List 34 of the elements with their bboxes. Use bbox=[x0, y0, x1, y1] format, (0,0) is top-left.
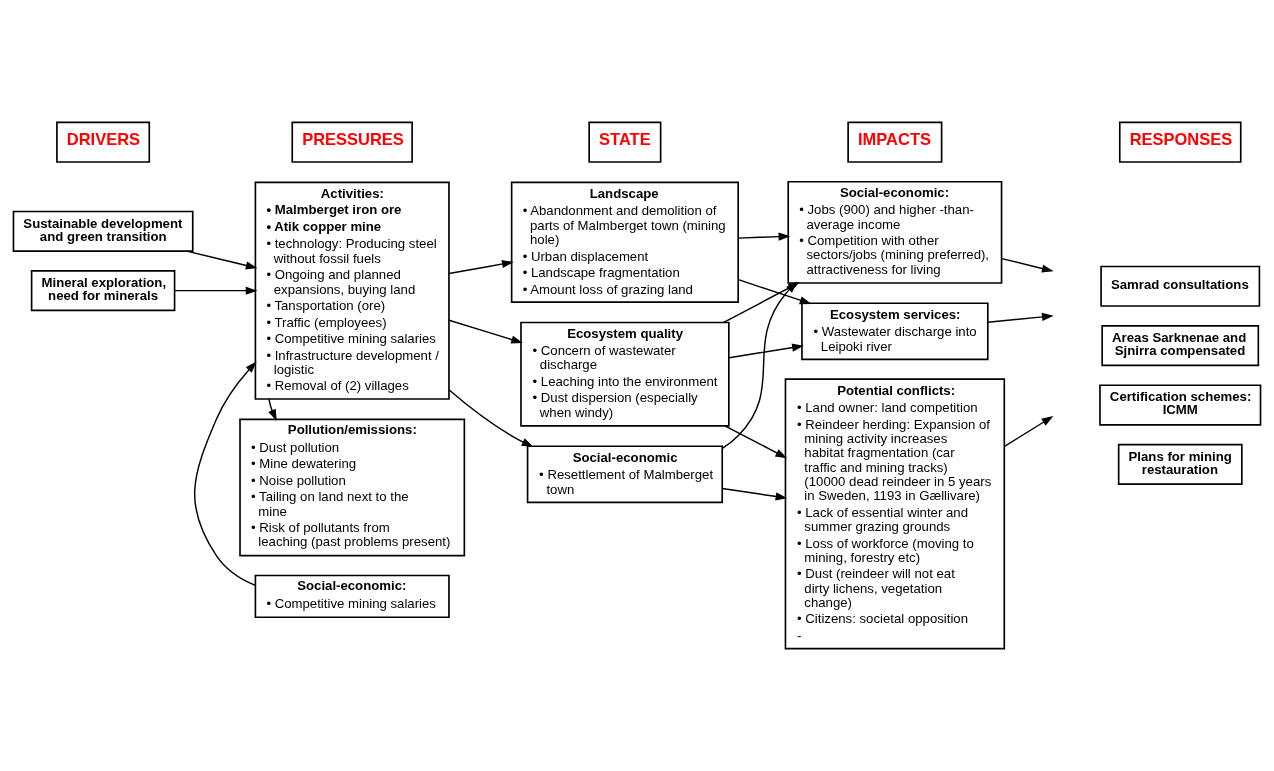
node-box: IMPACTS bbox=[847, 121, 943, 163]
arrow bbox=[728, 343, 804, 359]
node-box: Ecosystem services: • Wastewater discharge into Leipoki river bbox=[801, 302, 989, 361]
arrow bbox=[1001, 257, 1054, 273]
arrow bbox=[721, 487, 788, 501]
node-box: DRIVERS bbox=[56, 121, 151, 163]
node-box: Pollution/emissions: • Dust pollution • Mine dewatering • Noise pollution • Tailing on land next to the mine • Risk of pollutants from leaching (past problems present) bbox=[239, 418, 466, 557]
node-box: Social-economic: • Jobs (900) and higher -than-average income • Competition with other sectors/jobs (mining preferred), attractiveness for living bbox=[787, 180, 1003, 284]
node-box: Potential conflicts: • Land owner: land competition • Reindeer herding: Expansion of mining activity increases habitat fragmentation (car traffic and mining tracks) (10000 dead reindeer in 5 years in Sweden, 1193 in Gællivare) • Lack of essential winter and summer grazing grounds • Loss of workforce (moving to mining, forestry etc) • Dust (reindeer will not eat dirty lichens, vegetation change) • Citizens: societal opposition - bbox=[784, 378, 1006, 650]
node-box: Social-economic • Resettlement of Malmberget town bbox=[526, 445, 724, 504]
arrow bbox=[987, 312, 1054, 323]
arrow bbox=[173, 286, 258, 295]
node-box: Ecosystem quality • Concern of wastewater discharge • Leaching into the environment • Dust dispersion (especially when windy) bbox=[520, 321, 730, 427]
arrow bbox=[737, 278, 812, 305]
arrow bbox=[1003, 416, 1054, 448]
arrow bbox=[448, 319, 523, 344]
node-box: Mineral exploration, need for minerals bbox=[30, 270, 176, 312]
node-box: Social-economic: • Competitive mining salaries bbox=[254, 574, 450, 619]
arrow bbox=[186, 250, 258, 270]
node-box: STATE bbox=[588, 121, 662, 163]
node-box: Samrad consultations bbox=[1100, 265, 1261, 307]
arrow bbox=[737, 232, 791, 241]
node-box: Plans for mining restauration bbox=[1117, 443, 1243, 486]
node-box: Certification schemes: ICMM bbox=[1099, 384, 1262, 426]
node-box: RESPONSES bbox=[1118, 121, 1242, 163]
node-box: Sustainable development and green transition bbox=[12, 210, 194, 252]
arrow bbox=[194, 361, 257, 587]
node-box: Landscape • Abandonment and demolition of parts of Malmberget town (mining hole) • Urban displacement • Landscape fragmentation • Amount loss of grazing land bbox=[510, 181, 739, 304]
node-box: Areas Sarknenae and Sjnirra compensated bbox=[1101, 325, 1260, 367]
arrow bbox=[448, 389, 534, 448]
arrow bbox=[448, 260, 514, 275]
node-box: PRESSURES bbox=[291, 121, 413, 163]
arrow bbox=[724, 425, 788, 459]
node-box: Activities: • Malmberget iron ore • Atik copper mine • technology: Producing steel without fossil fuels • Ongoing and planned expansions, buying land • Tansportation (ore) • Traffic (employees) • Competitive mining salaries • Infrastructure development / logistic • Removal of (2) villages bbox=[254, 181, 450, 400]
